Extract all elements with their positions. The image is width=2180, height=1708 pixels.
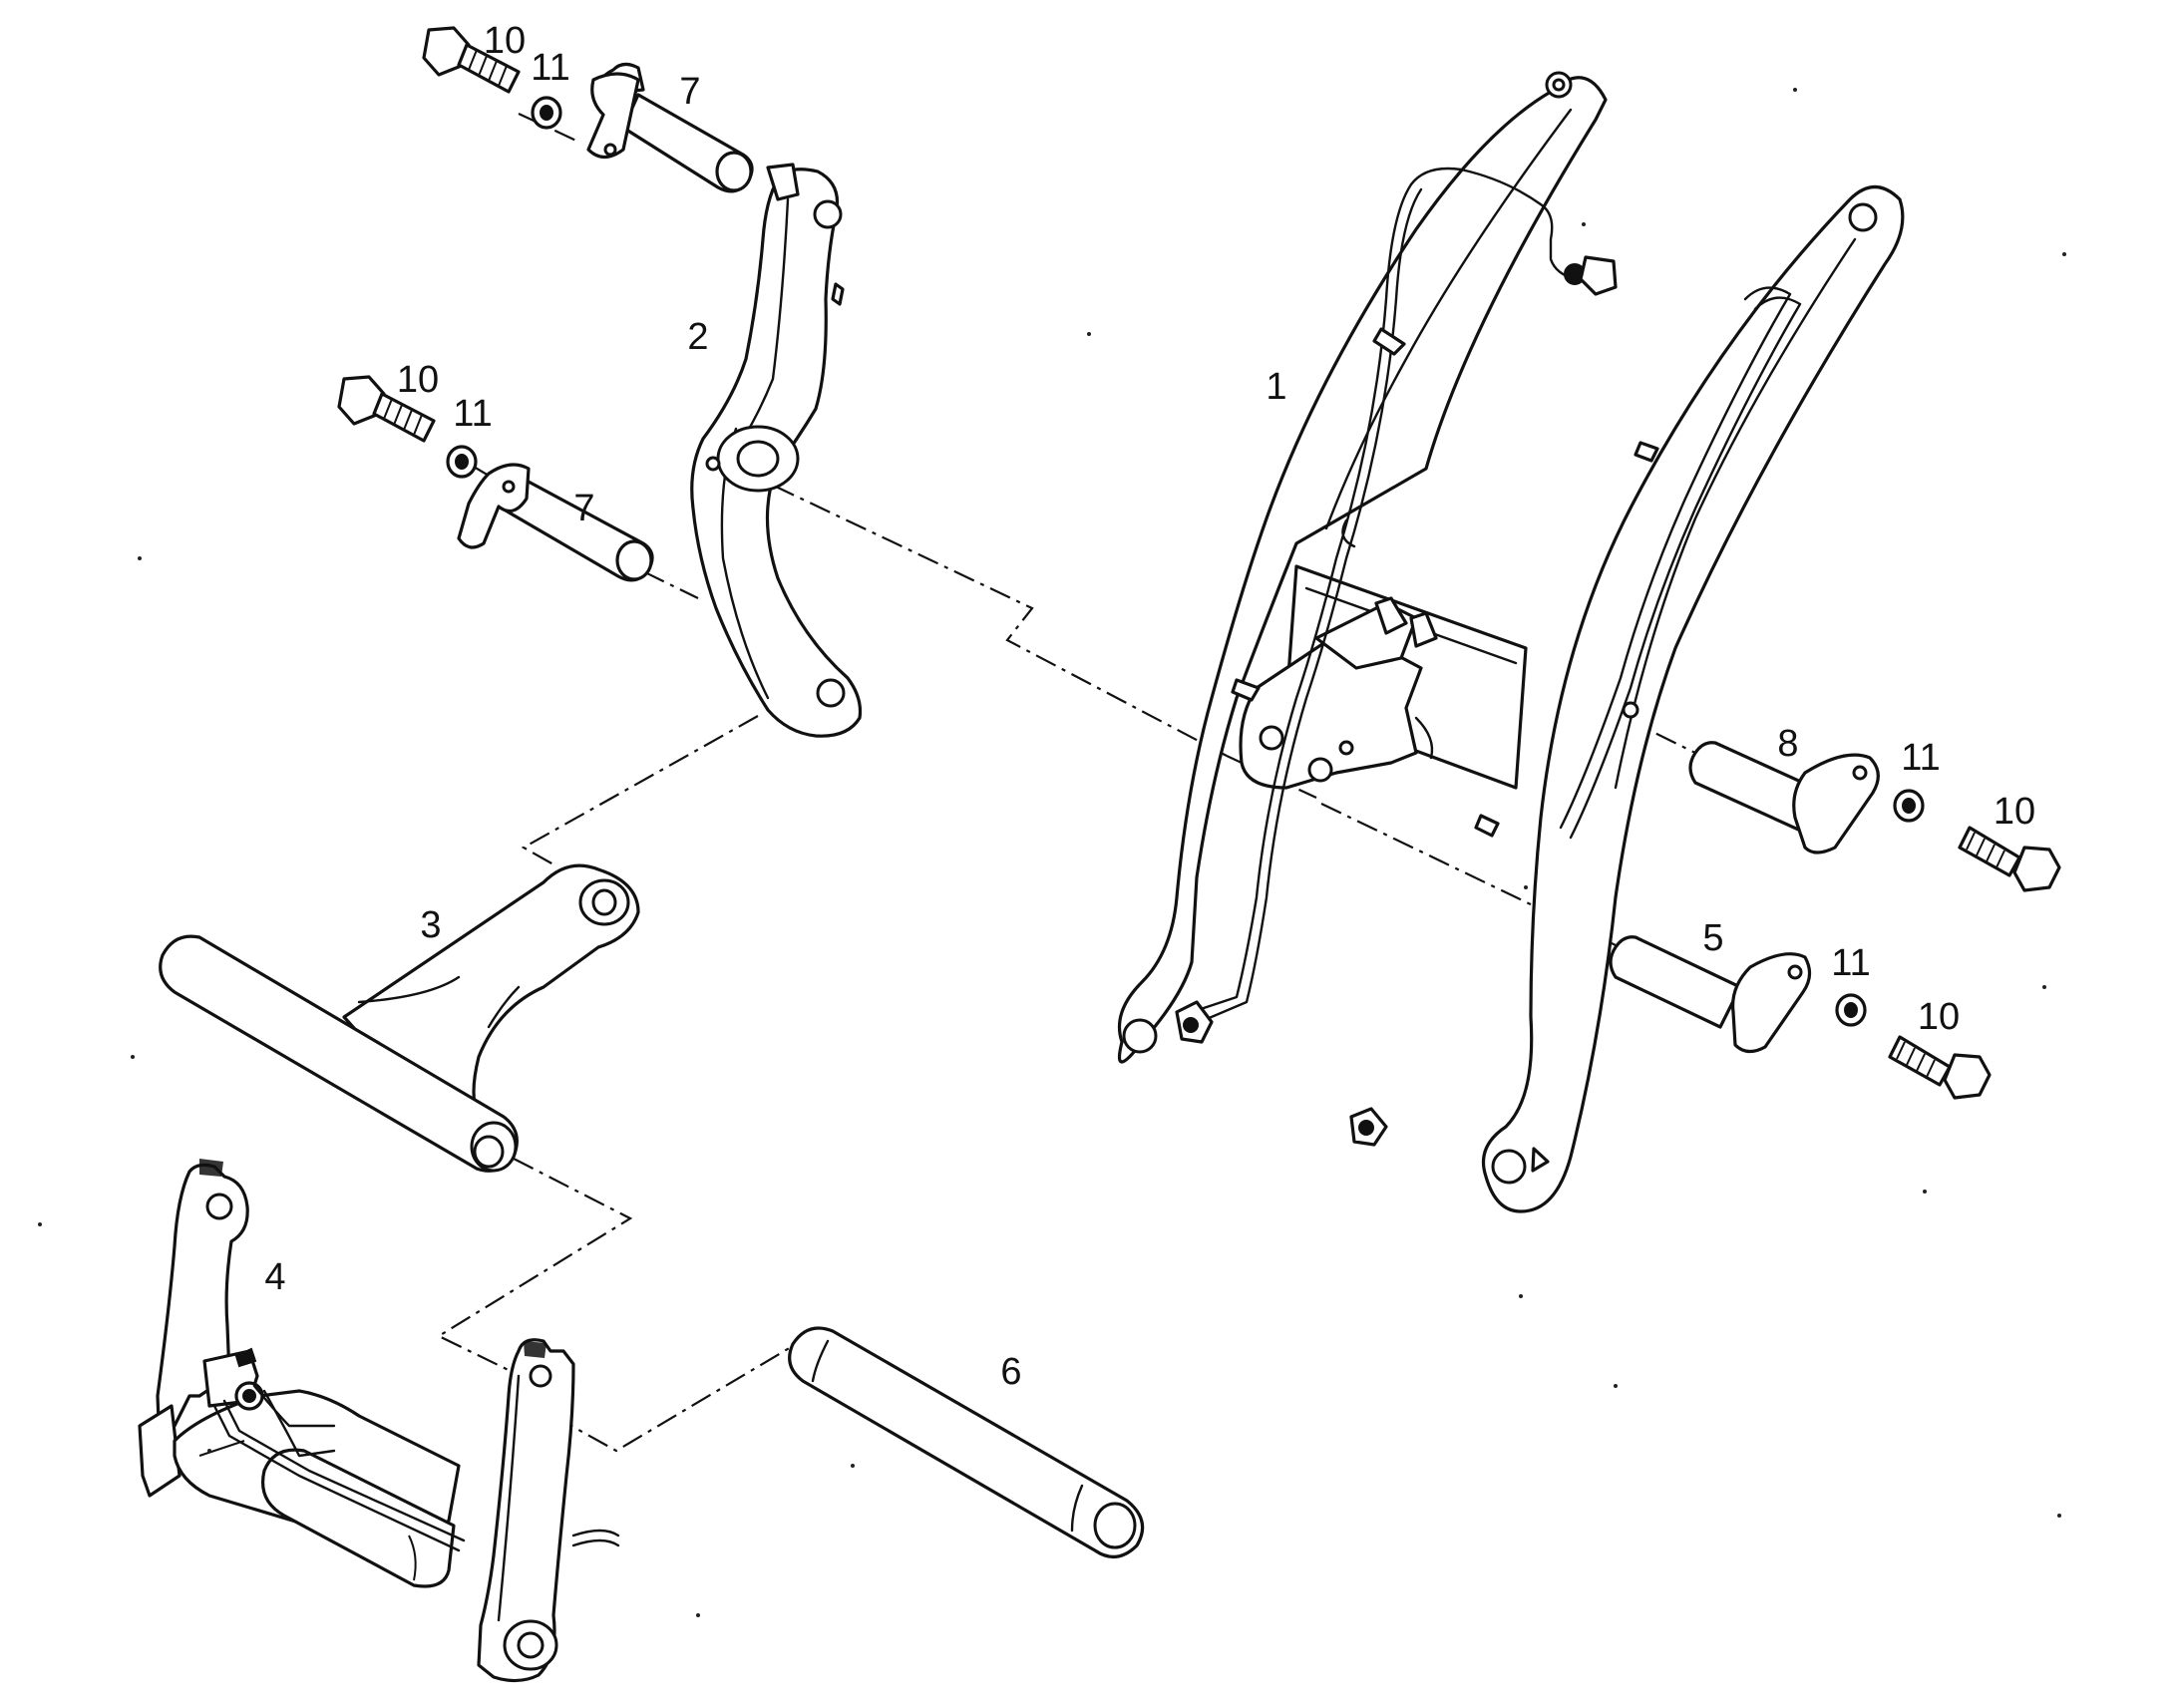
callout-washer-mid-left: 11 xyxy=(453,393,492,435)
callout-pin-top-left: 7 xyxy=(679,71,700,113)
carrier-pin xyxy=(788,1326,1145,1558)
cross-tube xyxy=(159,863,640,1173)
tool-carrier xyxy=(138,1159,620,1683)
pin-assembly-lower-right xyxy=(1609,935,1992,1100)
callout-pivot-pin-lower: 5 xyxy=(1702,917,1723,959)
callout-washer-upper-right: 11 xyxy=(1901,737,1940,779)
pin-assembly-mid-left xyxy=(337,375,654,582)
left-lever xyxy=(690,163,863,738)
callout-washer-lower-right: 11 xyxy=(1831,942,1870,984)
callout-pivot-pin-upper: 8 xyxy=(1777,723,1798,765)
callout-pin-mid-left: 7 xyxy=(573,488,594,529)
callout-bolt-top-left: 10 xyxy=(484,20,526,62)
pin-assembly-upper-right xyxy=(1688,741,2061,892)
callout-bolt-mid-left: 10 xyxy=(397,359,439,401)
callout-washer-top-left: 11 xyxy=(531,47,569,89)
callout-left-lever: 2 xyxy=(687,316,708,358)
pin-assembly-top-left xyxy=(422,26,754,193)
callout-main-frame: 1 xyxy=(1266,366,1286,408)
callout-labels: 1 2 3 4 5 6 7 7 8 10 11 10 11 11 10 11 1… xyxy=(264,20,2035,1393)
callout-cross-tube: 3 xyxy=(420,904,441,946)
callout-tool-carrier: 4 xyxy=(264,1256,285,1298)
callout-bolt-lower-right: 10 xyxy=(1918,996,1960,1038)
callout-bolt-upper-right: 10 xyxy=(1994,791,2035,833)
callout-carrier-pin: 6 xyxy=(1000,1351,1021,1393)
scan-specks xyxy=(38,88,2066,1617)
main-loader-frame xyxy=(1117,71,1905,1213)
